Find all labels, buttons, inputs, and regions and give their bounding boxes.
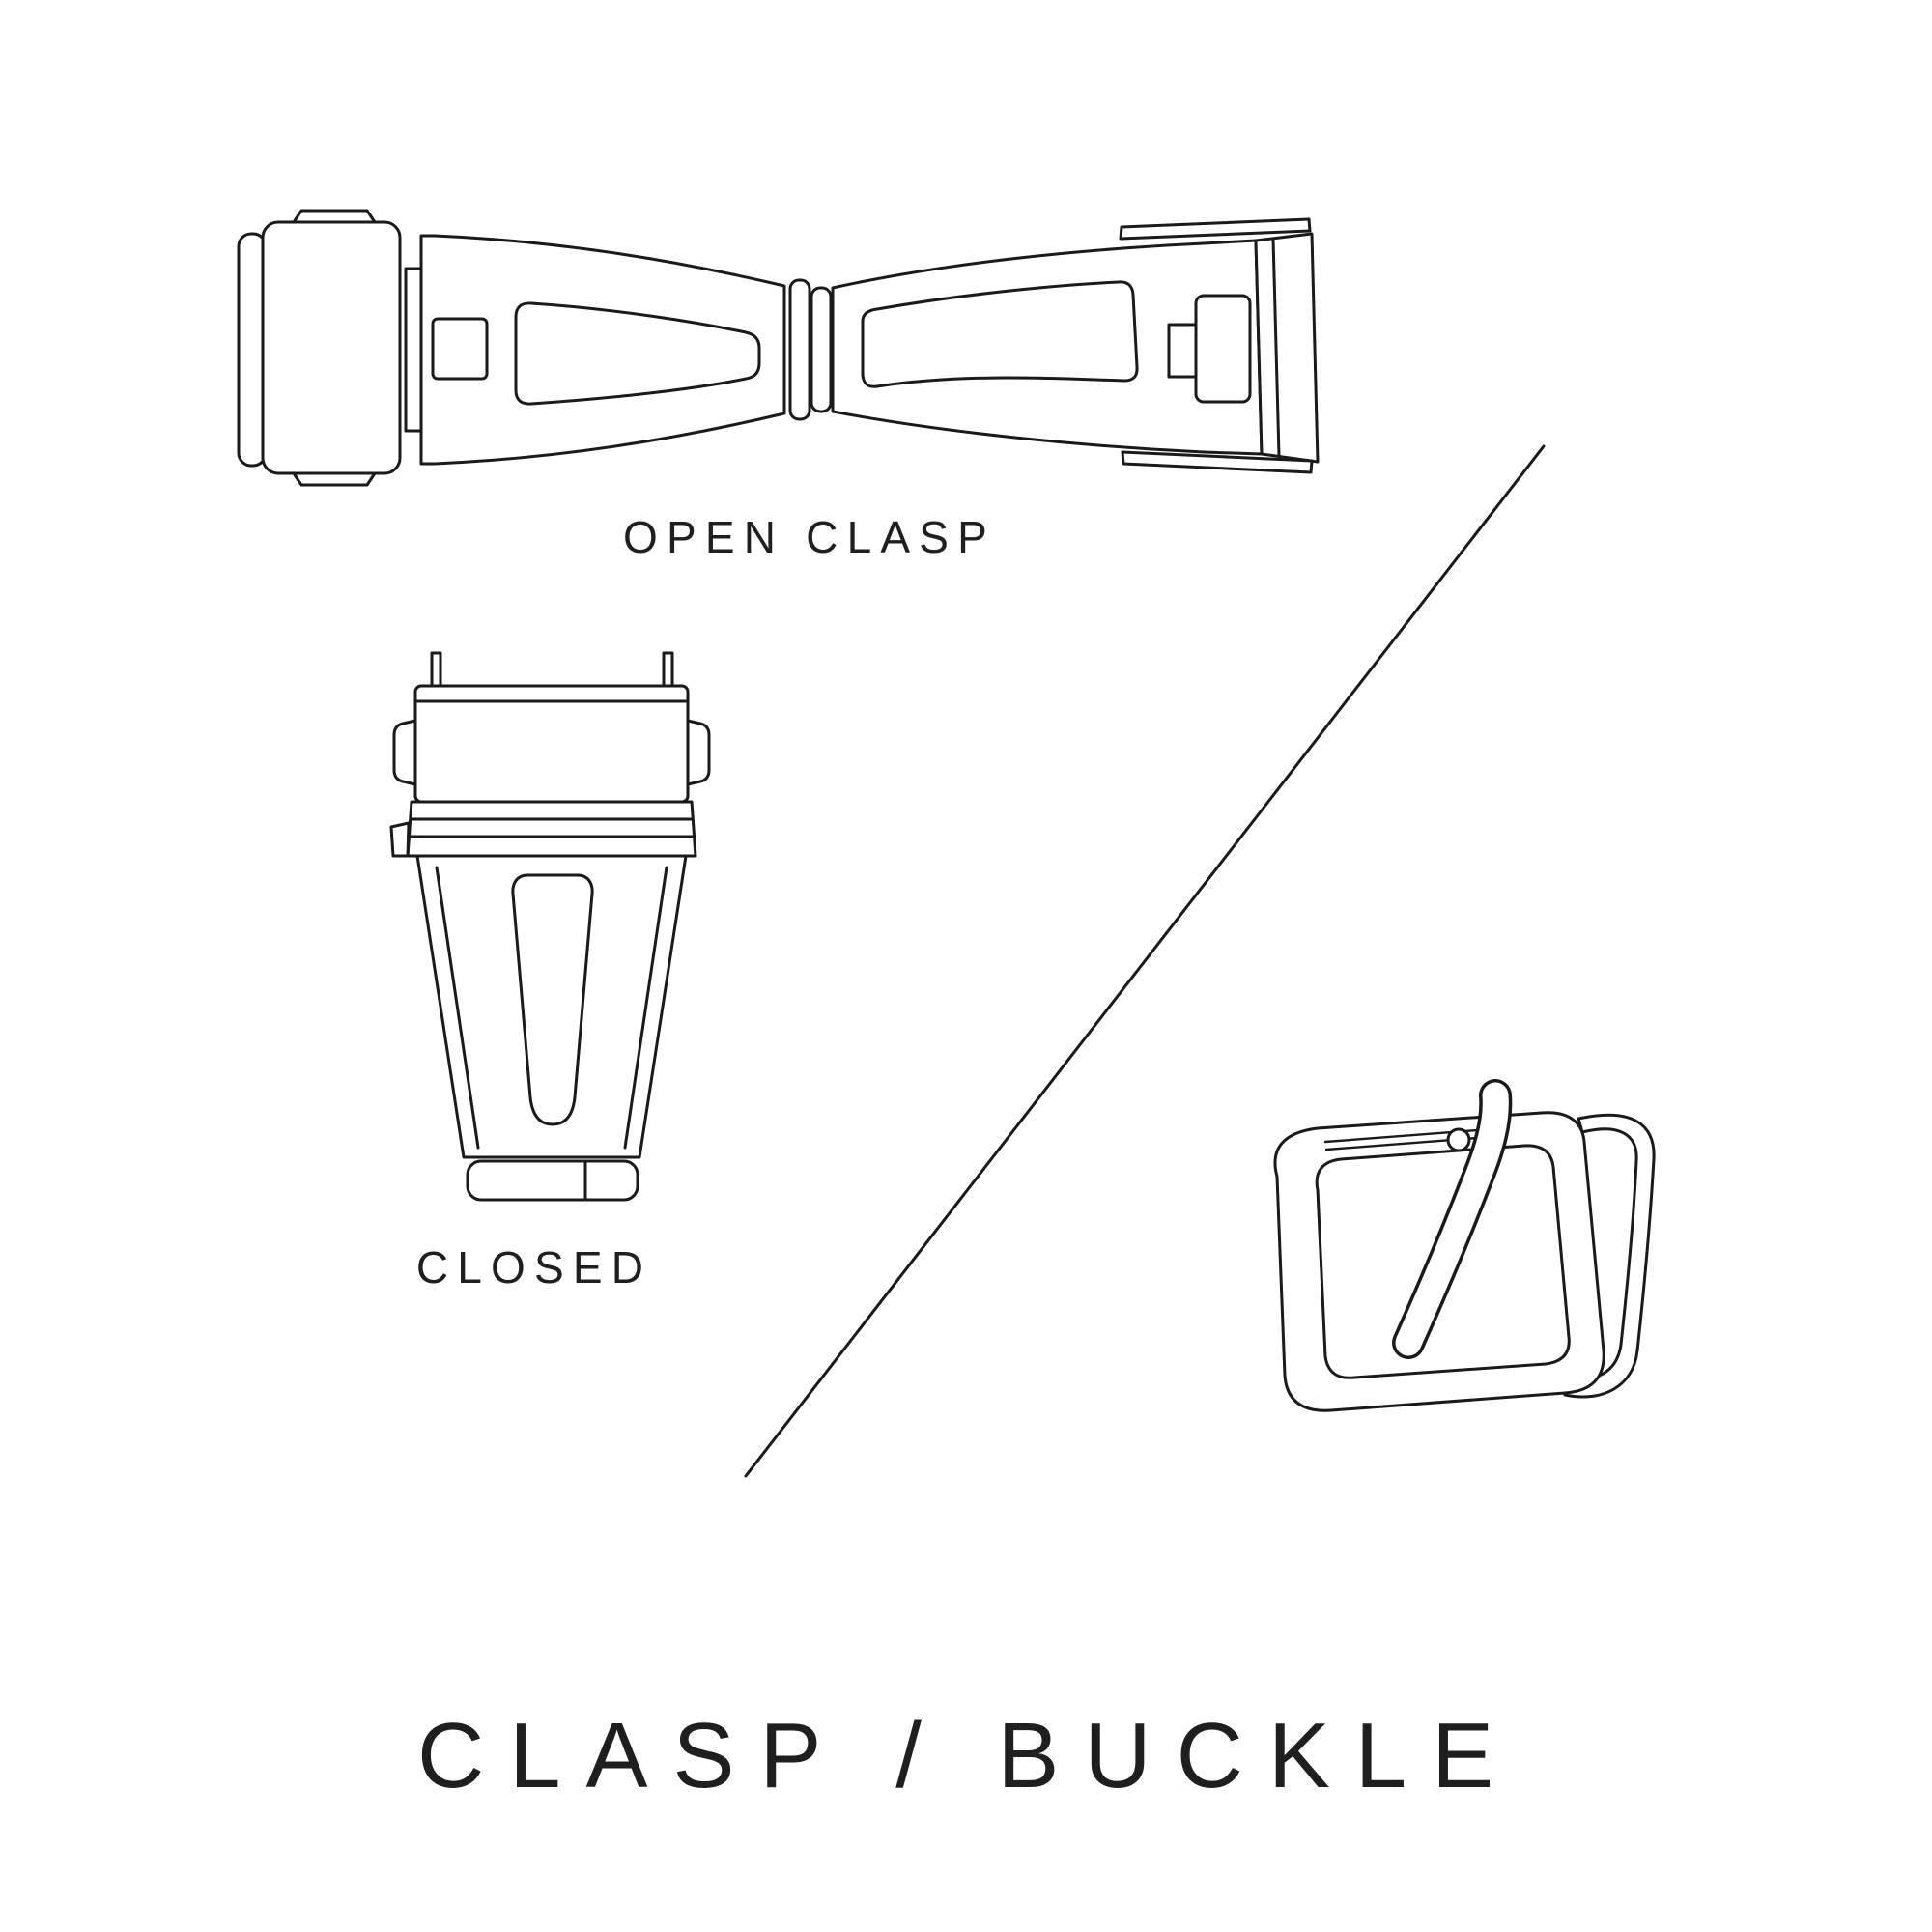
open-clasp-right-end-cap xyxy=(1254,232,1320,464)
open-clasp-label: OPEN CLASP xyxy=(623,512,996,562)
buckle-spring-bar-line-1 xyxy=(1323,1126,1505,1144)
buckle-pin-coil xyxy=(1446,1127,1471,1152)
open-clasp-end-block xyxy=(261,220,402,475)
closed-clasp-illustration xyxy=(389,651,711,1202)
buckle-tang-fill xyxy=(1395,1082,1509,1356)
open-clasp-bottom-plate xyxy=(1121,450,1314,474)
open-clasp-latch xyxy=(1194,294,1252,404)
open-clasp-hinge-left xyxy=(788,278,811,421)
closed-clasp-bottom-cap xyxy=(466,1159,639,1202)
closed-clasp-body-edge-left xyxy=(435,866,480,1150)
closed-clasp-prong-right xyxy=(662,651,674,690)
buckle-illustration xyxy=(1273,1079,1656,1412)
closed-clasp-top-block xyxy=(413,684,690,804)
buckle-side-band xyxy=(1563,1113,1656,1399)
closed-clasp-prong-left xyxy=(430,651,442,690)
closed-clasp-band-tab xyxy=(389,821,411,858)
closed-clasp-band xyxy=(406,800,697,858)
divider-line xyxy=(744,444,1546,1478)
open-clasp-left-arm-step xyxy=(404,267,423,433)
open-clasp-block-bottom-tab xyxy=(292,471,377,487)
open-clasp-hinge-right xyxy=(810,286,833,413)
open-clasp-end-cap-line xyxy=(1271,237,1281,458)
open-clasp-block-top-tab xyxy=(292,209,377,224)
open-clasp-left-arm-cutout xyxy=(514,301,761,406)
open-clasp-catch-button xyxy=(431,317,489,381)
closed-clasp-ear-left xyxy=(392,719,417,786)
open-clasp-illustration xyxy=(237,209,1320,487)
closed-clasp-label: CLOSED xyxy=(415,1242,653,1293)
open-clasp-top-plate xyxy=(1119,217,1312,241)
closed-clasp-center-slot xyxy=(511,873,594,1126)
open-clasp-right-arm-cutout xyxy=(861,280,1139,388)
page-title: CLASP / BUCKLE xyxy=(416,1704,1520,1807)
closed-clasp-body-edge-right xyxy=(623,866,668,1150)
closed-clasp-ear-right xyxy=(686,719,711,786)
open-clasp-latch-bracket xyxy=(1167,323,1198,379)
buckle-spring-bar-line-2 xyxy=(1324,1134,1504,1151)
